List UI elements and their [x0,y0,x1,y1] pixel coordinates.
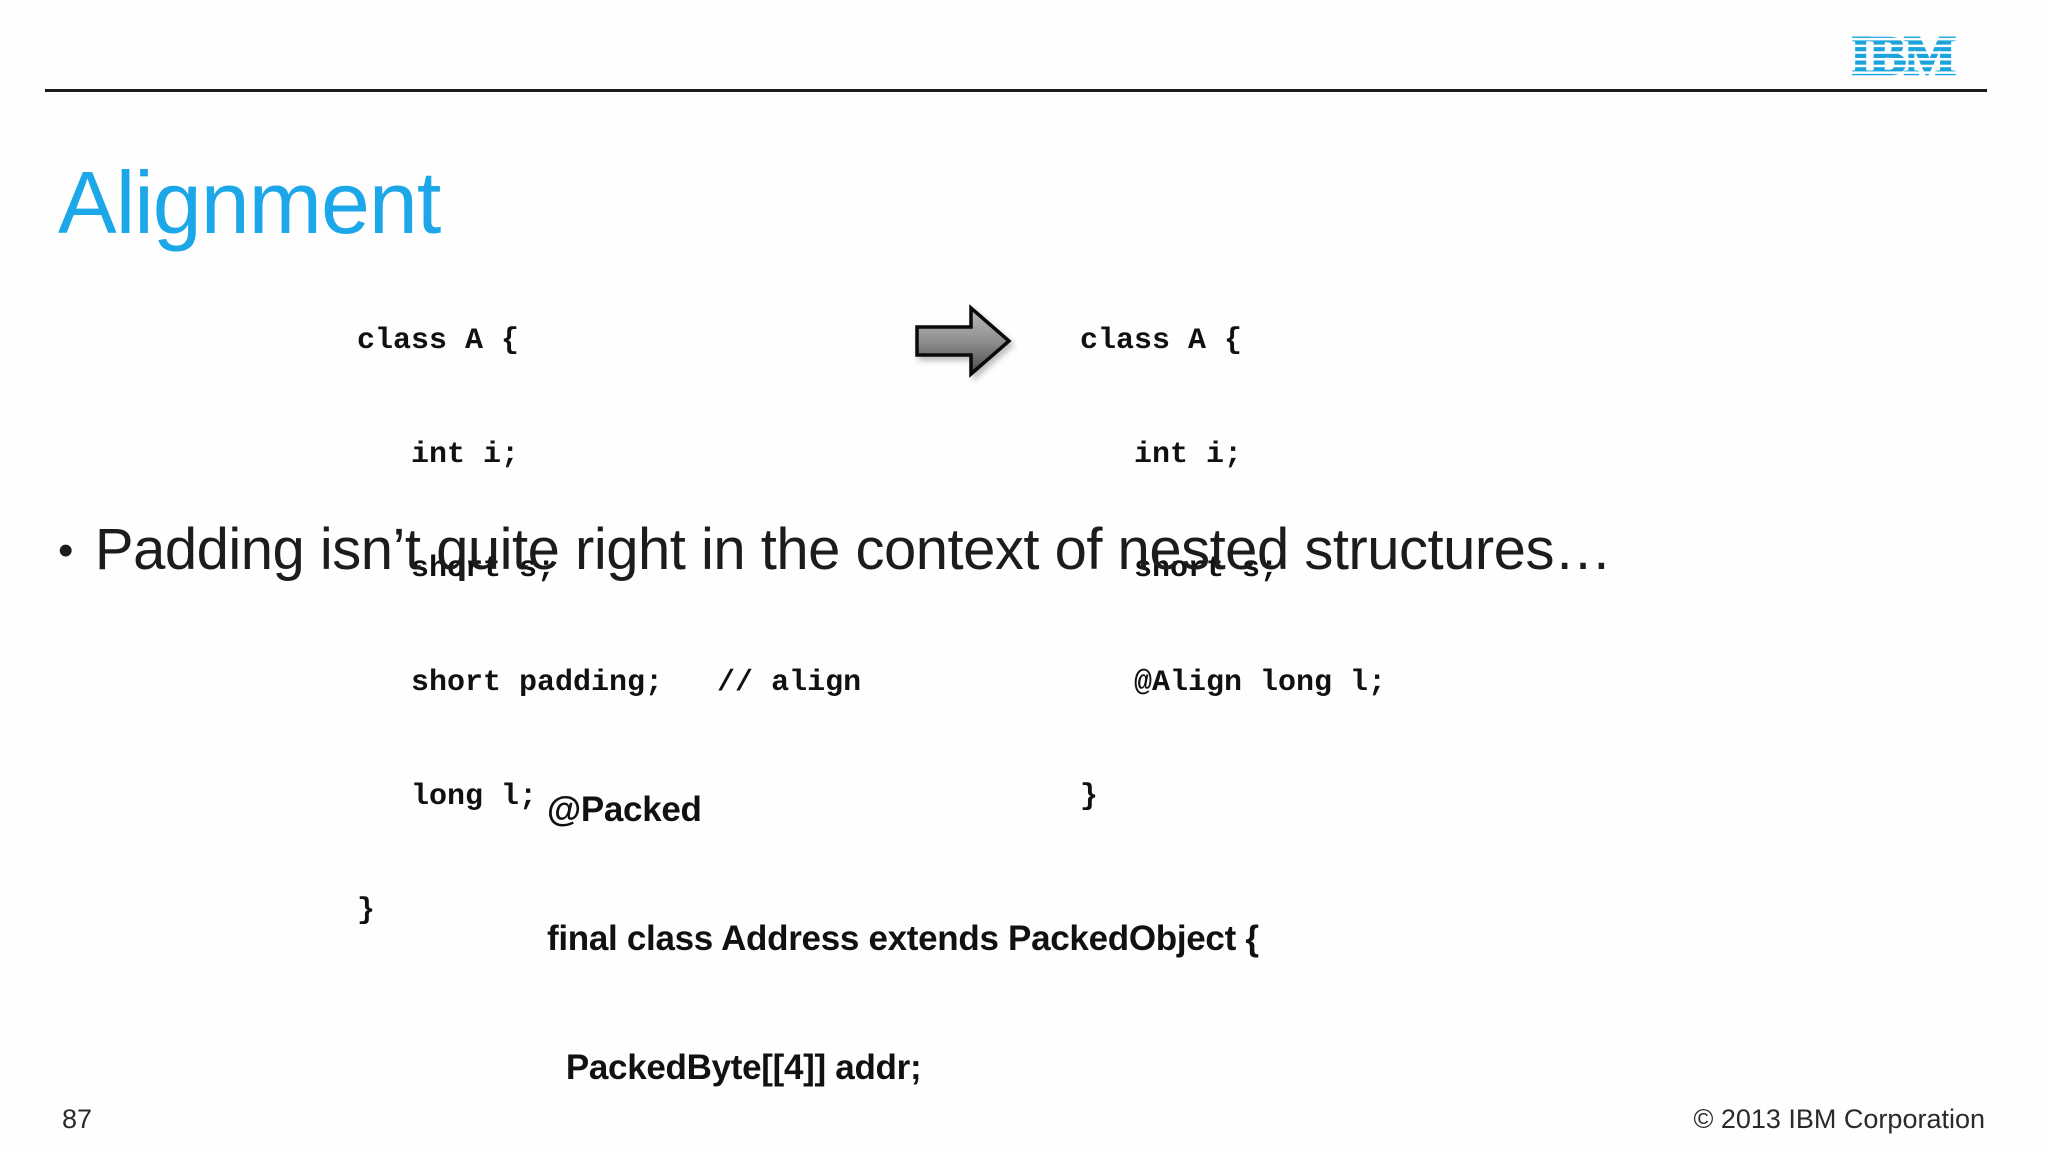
bullet-text: Padding isn’t quite right in the context… [94,517,1612,582]
code-line: class A { [357,324,520,358]
code-line: class A { [1080,324,1243,358]
code-line: long l; [357,780,538,814]
code-line: int i; [357,438,520,472]
code-line: PackedByte[[4]] addr; [547,1048,922,1087]
code-block-address: @Packed final class Address extends Pack… [547,702,1350,1152]
code-line: } [357,894,376,928]
ibm-logo-icon: IBM [1849,24,1959,88]
code-line: @Align long l; [1080,666,1387,700]
code-line: @Packed [547,790,702,829]
code-line: short s; [1080,552,1279,586]
code-block-after: class A { int i; short s; @Align long l;… [1080,246,1386,892]
header-divider [45,89,1987,92]
bullet-item: • Padding isn’t quite right in the conte… [58,514,1612,587]
bullet-icon: • [58,526,73,575]
page-number: 87 [62,1104,93,1134]
code-line: short s; [357,552,556,586]
code-line: final class Address extends PackedObject… [547,919,1259,958]
copyright-notice: © 2013 IBM Corporation [1693,1104,1985,1134]
code-block-before: class A { int i; short s; short padding;… [357,246,861,1006]
ibm-logo: IBM [1849,24,1990,88]
code-line: int i; [1080,438,1243,472]
code-block-nested: @Packed final class Address extends Pack… [547,616,1350,1152]
code-line: short padding; // align [357,666,862,700]
ibm-logo-text: IBM [1852,26,1955,82]
page-title: Alignment [58,152,441,252]
right-arrow-icon [913,302,1015,385]
code-line: } [1080,780,1099,814]
